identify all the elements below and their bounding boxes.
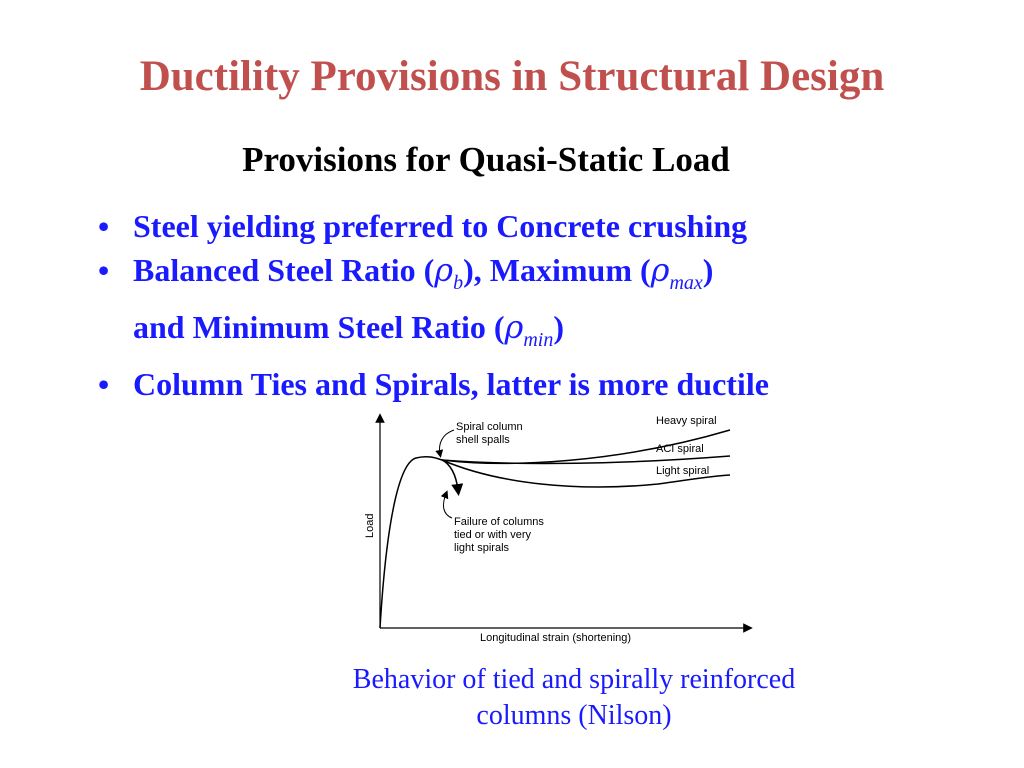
- bullet-dot: •: [98, 208, 110, 244]
- annotation-failure-line2: tied or with very: [454, 529, 532, 541]
- rho-symbol: ρ: [434, 251, 454, 289]
- bullet-list: • Steel yielding preferred to Concrete c…: [98, 204, 998, 406]
- subscript-min: min: [523, 329, 554, 351]
- slide-subtitle: Provisions for Quasi-Static Load: [242, 140, 730, 179]
- aci-spiral-curve: [441, 455, 731, 465]
- bullet-text: Column Ties and Spirals, latter is more …: [133, 366, 769, 402]
- rho-symbol: ρ: [650, 251, 670, 289]
- annotation-failure-line1: Failure of columns: [454, 516, 544, 528]
- caption-line-2: columns (Nilson): [476, 700, 672, 731]
- annotation-spall-line1: Spiral column: [456, 421, 523, 433]
- bullet-dot: •: [98, 252, 110, 288]
- x-axis-label: Longitudinal strain (shortening): [480, 632, 631, 644]
- caption-line-1: Behavior of tied and spirally reinforced: [352, 664, 796, 695]
- tied-failure-curve: [441, 459, 464, 496]
- spall-arrow: [435, 429, 455, 458]
- subscript-b: b: [453, 272, 464, 294]
- subscript-max: max: [669, 272, 703, 294]
- annotation-spall-line2: shell spalls: [456, 434, 510, 446]
- bullet-dot: •: [98, 366, 110, 402]
- bullet-item-ties-spirals: • Column Ties and Spirals, latter is mor…: [98, 362, 998, 406]
- light-spiral-curve: [441, 459, 731, 488]
- failure-arrow: [440, 490, 453, 519]
- bullet-text: Balanced Steel Ratio (: [133, 252, 435, 288]
- annotation-failure-line3: light spirals: [454, 542, 510, 554]
- label-heavy-spiral: Heavy spiral: [656, 415, 717, 427]
- load-strain-diagram: Spiral column shell spalls Heavy spiral …: [364, 413, 753, 644]
- bullet-item-steel-yielding: • Steel yielding preferred to Concrete c…: [98, 204, 998, 248]
- rho-symbol: ρ: [504, 308, 524, 346]
- label-aci-spiral: ACI spiral: [656, 443, 704, 455]
- bullet-text: Steel yielding preferred to Concrete cru…: [133, 208, 748, 244]
- y-axis-label: Load: [364, 514, 376, 538]
- slide-title: Ductility Provisions in Structural Desig…: [139, 53, 885, 100]
- initial-load-curve: [379, 456, 443, 629]
- bullet-item-steel-ratios: • Balanced Steel Ratio (ρb), Maximum (ρm…: [98, 248, 998, 362]
- label-light-spiral: Light spiral: [656, 465, 709, 477]
- bullet-text: and Minimum Steel Ratio (: [133, 309, 505, 345]
- bullet-text: ): [553, 309, 565, 345]
- bullet-text: ), Maximum (: [463, 252, 651, 288]
- bullet-text: ): [702, 252, 714, 288]
- figure-caption: Behavior of tied and spirally reinforced…: [300, 662, 848, 734]
